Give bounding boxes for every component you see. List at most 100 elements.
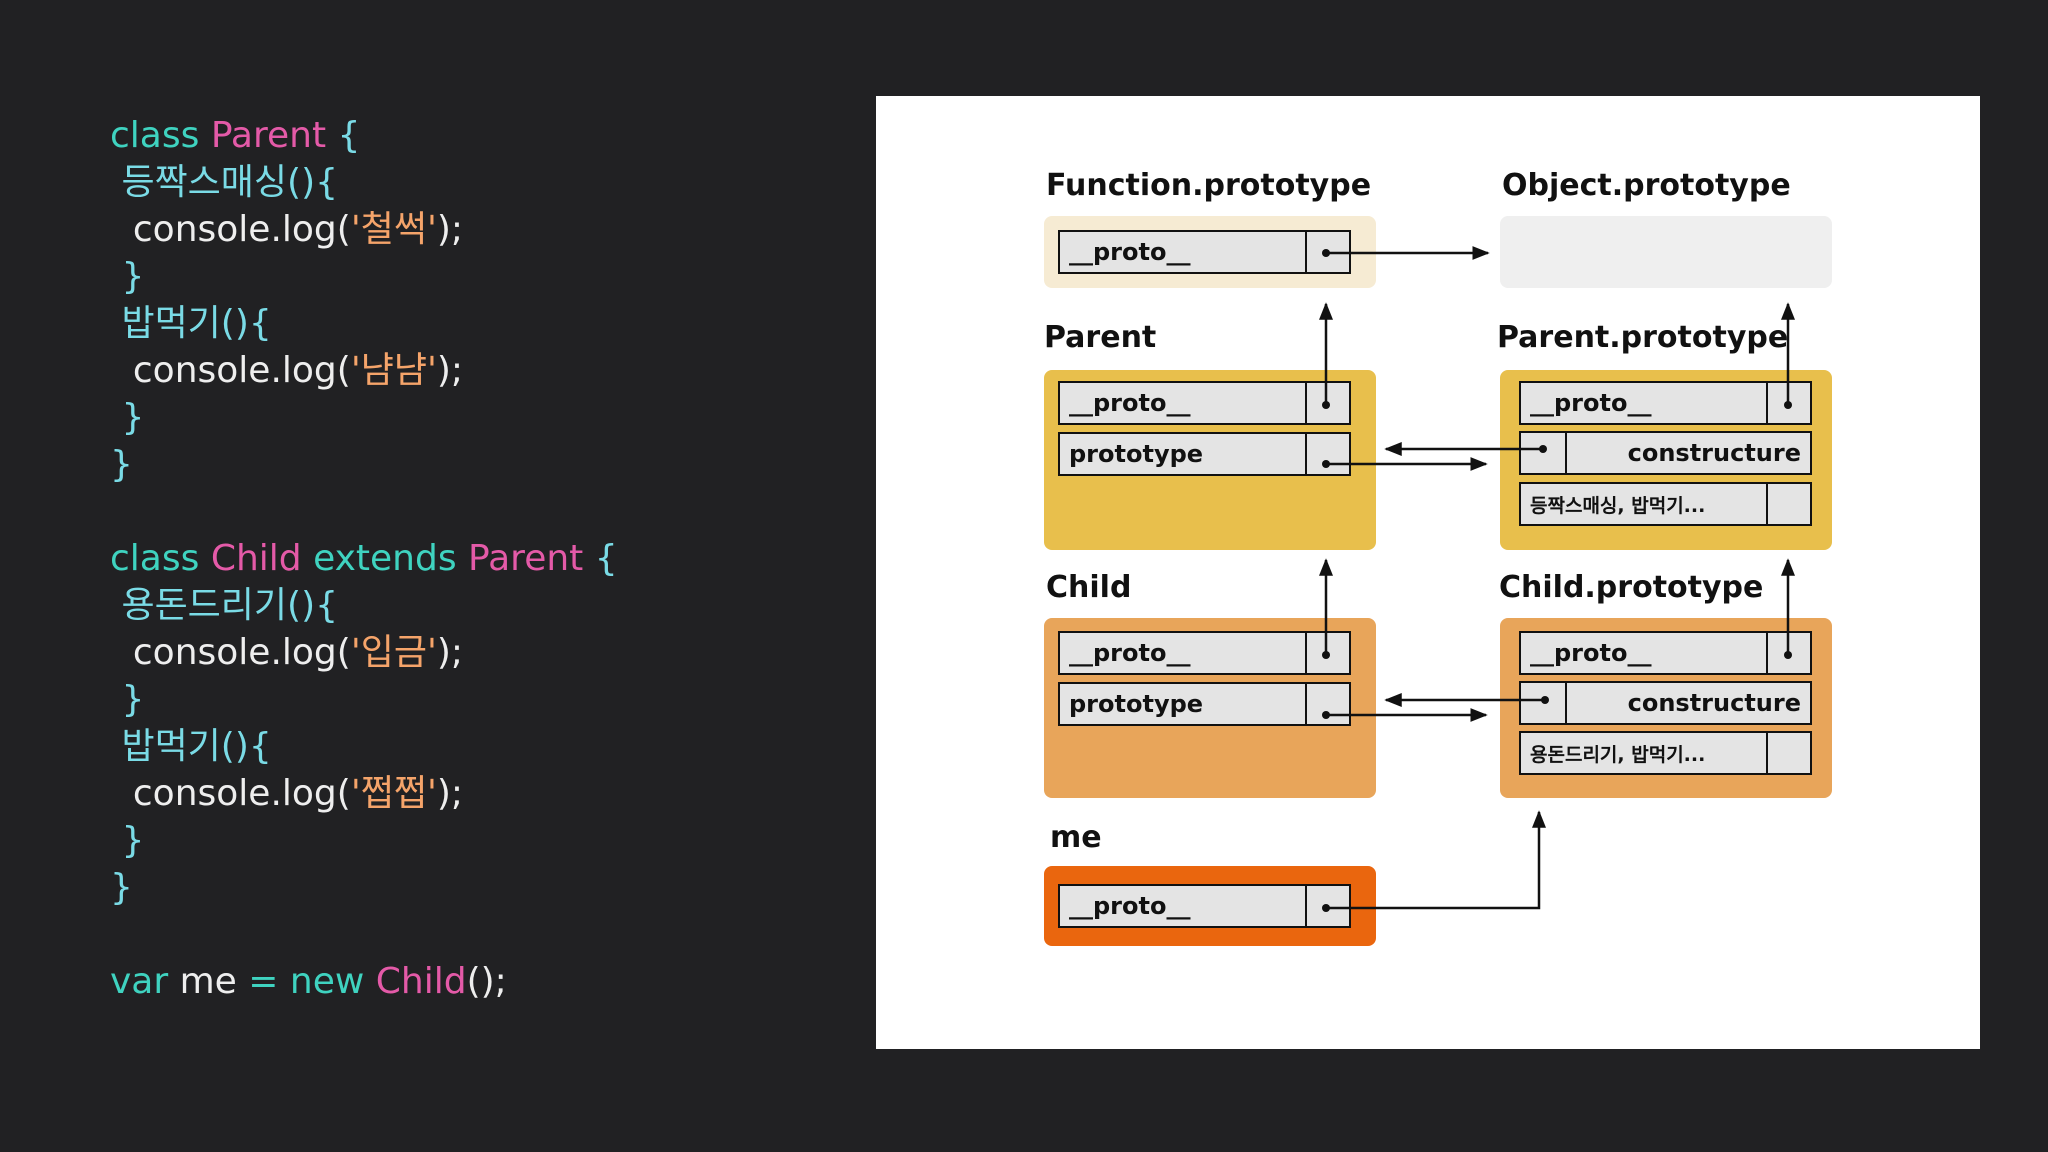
code-token: Parent [468, 538, 595, 579]
code-line: 밥먹기(){ [110, 300, 618, 347]
code-token: Parent [210, 115, 338, 156]
parent-prototype-title: Parent.prototype [1497, 320, 1789, 355]
parent-prototype-proto-field: __proto__ [1519, 381, 1812, 425]
child-prototype-proto-field: __proto__ [1519, 631, 1812, 675]
code-token: '철썩' [350, 209, 437, 250]
code-token: 밥먹기(){ [110, 303, 272, 344]
code-line: console.log('입금'); [110, 629, 618, 676]
code-token: 밥먹기(){ [110, 726, 272, 767]
code-line: var me = new Child(); [110, 958, 618, 1005]
pointer-cell [1305, 886, 1353, 926]
code-line: class Parent { [110, 112, 618, 159]
code-token: } [110, 679, 145, 720]
parent-proto-field: __proto__ [1058, 381, 1351, 425]
code-line: } [110, 676, 618, 723]
code-token: { [337, 115, 361, 156]
methods-label: 용돈드리기, 밥먹기... [1530, 743, 1706, 766]
code-token: } [110, 820, 145, 861]
code-token: var [110, 961, 180, 1002]
child-prototype-box: __proto__ constructure 용돈드리기, 밥먹기... [1500, 618, 1832, 798]
code-token: console.log( [110, 773, 351, 814]
function-prototype-title: Function.prototype [1046, 168, 1372, 203]
code-line: console.log('냠냠'); [110, 347, 618, 394]
parent-prototype-box: __proto__ constructure 등짝스매싱, 밥먹기... [1500, 370, 1832, 550]
code-line: console.log('쩝쩝'); [110, 770, 618, 817]
me-box: __proto__ [1044, 866, 1376, 946]
child-prototype-title: Child.prototype [1499, 570, 1764, 605]
code-token: '입금' [350, 632, 437, 673]
code-token: } [110, 397, 145, 438]
code-line: class Child extends Parent { [110, 535, 618, 582]
prototype-label: prototype [1069, 690, 1204, 718]
constructor-label: constructure [1627, 439, 1801, 467]
function-prototype-box: __proto__ [1044, 216, 1376, 288]
code-token: '냠냠' [350, 350, 437, 391]
child-proto-field: __proto__ [1058, 631, 1351, 675]
arrows-layer [1319, 246, 1795, 910]
pointer-cell [1305, 383, 1353, 423]
proto-label: __proto__ [1069, 892, 1191, 920]
code-token: 용돈드리기(){ [110, 585, 339, 626]
code-token: } [110, 256, 145, 297]
code-token: console.log( [110, 209, 351, 250]
code-line: } [110, 441, 618, 488]
prototype-diagram: Function.prototype __proto__ Object.prot… [876, 96, 1980, 1049]
code-token: ); [436, 773, 464, 814]
code-token: ); [436, 350, 464, 391]
code-token: } [110, 867, 133, 908]
code-editor: class Parent { 등짝스매싱(){ console.log('철썩'… [110, 112, 618, 1005]
pointer-cell [1521, 683, 1567, 723]
code-token: Child [375, 961, 467, 1002]
child-title: Child [1046, 570, 1132, 605]
proto-label: __proto__ [1530, 639, 1652, 667]
arrow-me-to-child-proto [1326, 810, 1546, 910]
proto-label: __proto__ [1069, 639, 1191, 667]
code-token: } [110, 444, 133, 485]
empty-cell [1766, 733, 1814, 773]
pointer-cell [1305, 232, 1353, 272]
parent-title: Parent [1044, 320, 1157, 355]
constructor-label: constructure [1627, 689, 1801, 717]
child-box: __proto__ prototype [1044, 618, 1376, 798]
child-prototype-field: prototype [1058, 682, 1351, 726]
proto-label: __proto__ [1069, 238, 1191, 266]
code-line: 등짝스매싱(){ [110, 159, 618, 206]
code-line: } [110, 817, 618, 864]
code-line [110, 488, 618, 535]
pointer-cell [1305, 434, 1353, 474]
code-token: Child [210, 538, 314, 579]
code-token: console.log( [110, 350, 351, 391]
code-line: } [110, 253, 618, 300]
code-line: console.log('철썩'); [110, 206, 618, 253]
prototype-label: prototype [1069, 440, 1204, 468]
empty-cell [1766, 484, 1814, 524]
code-token: 등짝스매싱(){ [110, 162, 339, 203]
parent-prototype-field: prototype [1058, 432, 1351, 476]
code-token: { [594, 538, 618, 579]
me-proto-field: __proto__ [1058, 884, 1351, 928]
code-line [110, 911, 618, 958]
code-token: class [110, 115, 211, 156]
parent-box: __proto__ prototype [1044, 370, 1376, 550]
methods-label: 등짝스매싱, 밥먹기... [1530, 494, 1706, 517]
code-line: 밥먹기(){ [110, 723, 618, 770]
code-token: me [179, 961, 249, 1002]
pointer-cell [1521, 433, 1567, 473]
child-prototype-constructor-field: constructure [1519, 681, 1812, 725]
parent-prototype-methods-field: 등짝스매싱, 밥먹기... [1519, 482, 1812, 526]
code-token: console.log( [110, 632, 351, 673]
proto-label: __proto__ [1069, 389, 1191, 417]
me-title: me [1050, 820, 1102, 855]
function-prototype-proto-field: __proto__ [1058, 230, 1351, 274]
child-prototype-methods-field: 용돈드리기, 밥먹기... [1519, 731, 1812, 775]
code-token: extends [313, 538, 469, 579]
code-token: ); [436, 209, 464, 250]
code-line: 용돈드리기(){ [110, 582, 618, 629]
code-token: = new [248, 961, 376, 1002]
pointer-cell [1305, 633, 1353, 673]
code-line: } [110, 394, 618, 441]
code-token: class [110, 538, 211, 579]
proto-label: __proto__ [1530, 389, 1652, 417]
parent-prototype-constructor-field: constructure [1519, 431, 1812, 475]
code-token: '쩝쩝' [350, 773, 437, 814]
